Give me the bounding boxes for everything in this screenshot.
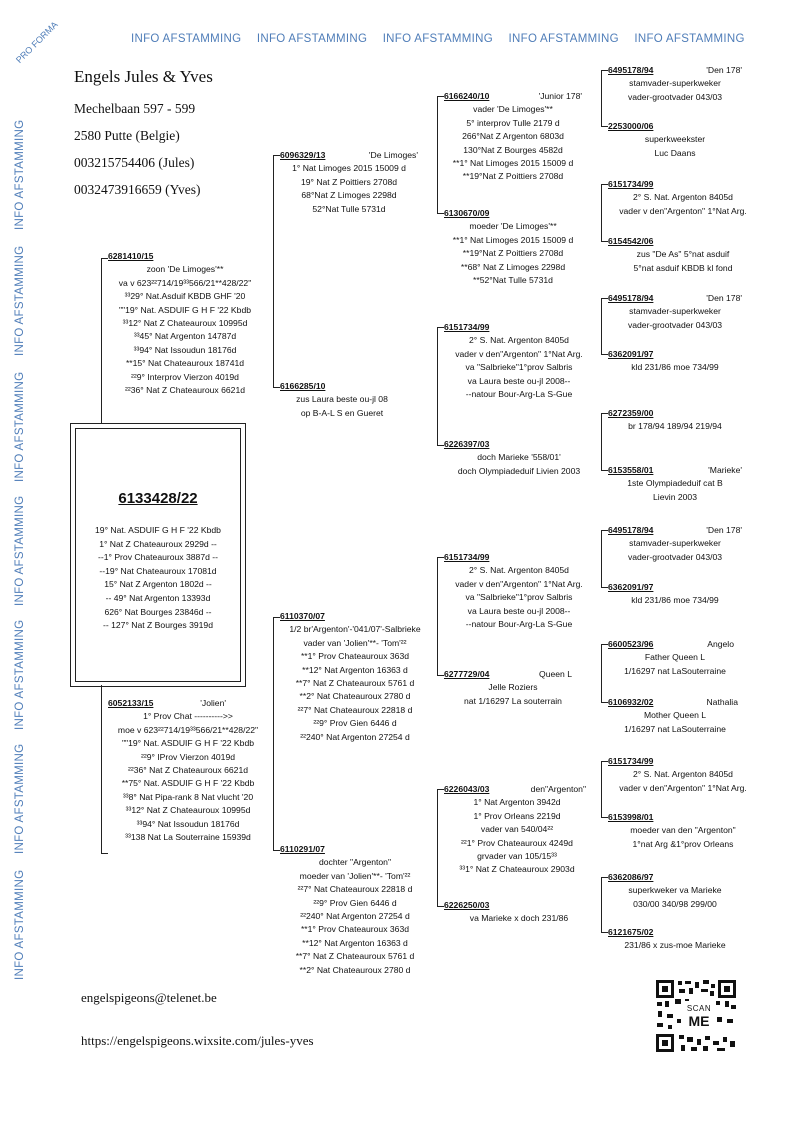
- great-grandparent-card: 6130670/09 moeder 'De Limoges'** **1° Na…: [444, 208, 574, 286]
- great-grandparent-card: 6151734/99 2° S. Nat. Argenton 8405d vad…: [444, 552, 583, 630]
- main-bird-results: 19° Nat. ASDUIF G H F '22 Kbdb 1° Nat Z …: [95, 525, 221, 631]
- main-bird-card: 6133428/22 19° Nat. ASDUIF G H F '22 Kbd…: [70, 423, 246, 687]
- grandsire-paternal-card: 6096329/13'De Limoges' 1° Nat Limoges 20…: [280, 150, 418, 214]
- main-bird-ring: 6133428/22: [118, 490, 198, 507]
- ggg-card: 6495178/94'Den 178' stamvader-superkweke…: [608, 525, 742, 562]
- qr-code-icon: [655, 979, 737, 1053]
- ggg-card: 6153558/01'Marieke' 1ste Olympiadeduif c…: [608, 465, 742, 502]
- great-grandparent-card: 6151734/99 2° S. Nat. Argenton 8405d vad…: [444, 322, 583, 400]
- website-link[interactable]: https://engelspigeons.wixsite.com/jules-…: [81, 1033, 314, 1048]
- ggg-card: 6153998/01 moeder van den "Argenton" 1°n…: [608, 812, 736, 849]
- owner-name: Engels Jules & Yves: [74, 67, 213, 86]
- ggg-card: 6362086/97 superkweker va Marieke 030/00…: [608, 872, 722, 909]
- owner-street: Mechelbaan 597 - 599: [74, 101, 196, 116]
- granddam-paternal-card: 6166285/10 zus Laura beste ou-jl 08 op B…: [280, 381, 388, 418]
- watermark-top: INFO AFSTAMMING INFO AFSTAMMING INFO AFS…: [131, 33, 745, 45]
- ggg-card: 6151734/99 2° S. Nat. Argenton 8405d vad…: [608, 756, 747, 793]
- granddam-maternal-card: 6110291/07 dochter "Argenton" moeder van…: [280, 844, 415, 975]
- watermark-left: INFO AFSTAMMING INFO AFSTAMMING INFO AFS…: [14, 119, 26, 980]
- sire-ring: 6281410/15: [108, 251, 154, 261]
- qr-code[interactable]: SCAN ME: [655, 979, 737, 1053]
- great-grandparent-card: 6166240/10'Junior 178' vader 'De Limoges…: [444, 91, 582, 182]
- great-grandparent-card: 6226250/03 va Marieke x doch 231/86: [444, 900, 569, 924]
- ggg-card: 6495178/94'Den 178' stamvader-superkweke…: [608, 65, 742, 102]
- qr-scan-label: SCAN: [686, 1004, 712, 1013]
- owner-info: Engels Jules & Yves Mechelbaan 597 - 599…: [74, 67, 213, 209]
- great-grandparent-card: 6226397/03 doch Marieke '558/01' doch Ol…: [444, 439, 581, 476]
- dam-ring: 6052133/15: [108, 698, 154, 708]
- ggg-card: 6151734/99 2° S. Nat. Argenton 8405d vad…: [608, 179, 747, 216]
- ggg-card: 6495178/94'Den 178' stamvader-superkweke…: [608, 293, 742, 330]
- qr-me-label: ME: [688, 1013, 710, 1029]
- dam-card: 6052133/15'Jolien' 1° Prov Chat --------…: [108, 698, 259, 843]
- ggg-card: 6272359/00 br 178/94 189/94 219/94: [608, 408, 722, 432]
- ggg-card: 6362091/97 kld 231/86 moe 734/99: [608, 349, 719, 373]
- ggg-card: 6362091/97 kld 231/86 moe 734/99: [608, 582, 719, 606]
- ggg-card: 6121675/02 231/86 x zus-moe Marieke: [608, 927, 726, 951]
- owner-phone-2: 0032473916659 (Yves): [74, 182, 201, 197]
- grandsire-maternal-card: 6110370/07 1/2 br'Argenton'-'041/07'-Sal…: [280, 611, 421, 742]
- email-link[interactable]: engelspigeons@telenet.be: [81, 990, 217, 1005]
- ggg-card: 2253000/06 superkweekster Luc Daans: [608, 121, 706, 158]
- proforma-stamp: PRO FORMA: [14, 19, 60, 66]
- sire-card: 6281410/15 zoon 'De Limoges'** va v 623²…: [108, 251, 252, 396]
- owner-phone-1: 003215754406 (Jules): [74, 155, 195, 170]
- ggg-card: 6154542/06 zus "De As" 5°nat asduif 5°na…: [608, 236, 733, 273]
- owner-city: 2580 Putte (Belgie): [74, 128, 180, 143]
